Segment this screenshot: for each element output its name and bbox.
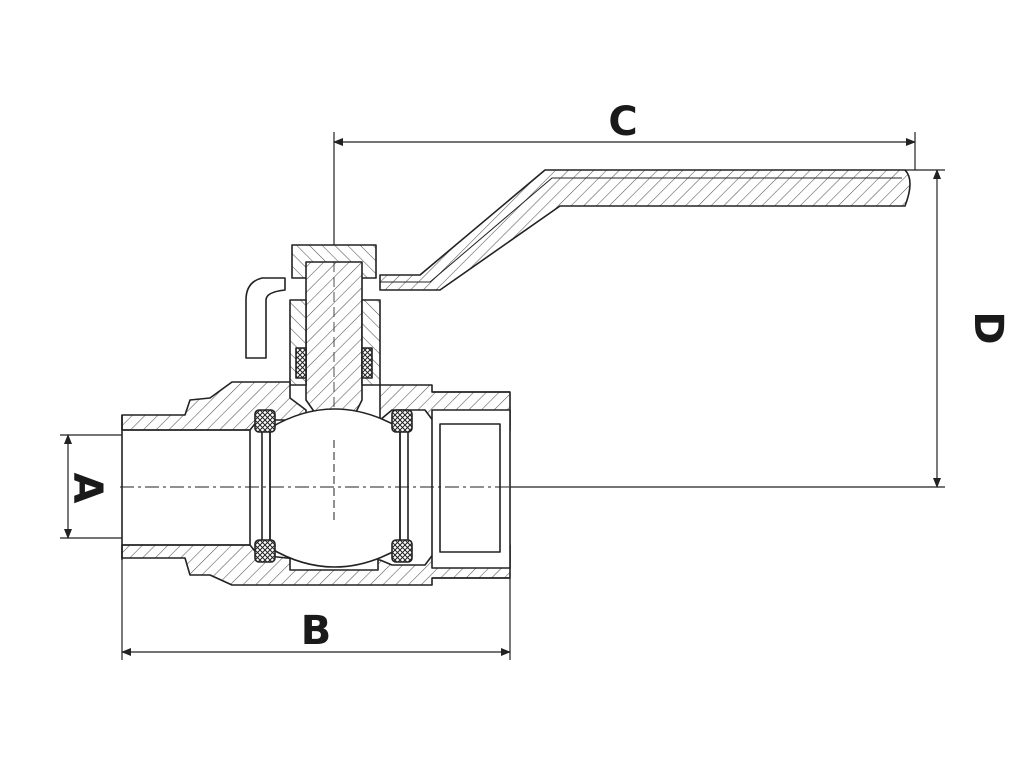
valve-stem xyxy=(305,261,363,421)
seat-ring-lower-left xyxy=(254,539,276,563)
stem-seal-left xyxy=(295,347,307,379)
valve-ball xyxy=(261,408,409,568)
dimension-c-label: C xyxy=(608,99,637,145)
dimension-c xyxy=(333,132,916,245)
handle-stop-tab xyxy=(245,277,286,359)
dimension-b-label: B xyxy=(301,608,332,654)
lever-handle xyxy=(379,169,911,291)
dimension-d xyxy=(510,169,945,488)
stem-seal-right xyxy=(361,347,373,379)
seat-ring-upper-right xyxy=(391,409,413,433)
seat-ring-lower-right xyxy=(391,539,413,563)
seat-ring-upper-left xyxy=(254,409,276,433)
dimension-d-label: D xyxy=(965,311,1011,344)
dimension-b xyxy=(121,560,511,660)
dimension-a xyxy=(60,434,122,539)
dimension-a-label: A xyxy=(64,473,110,504)
